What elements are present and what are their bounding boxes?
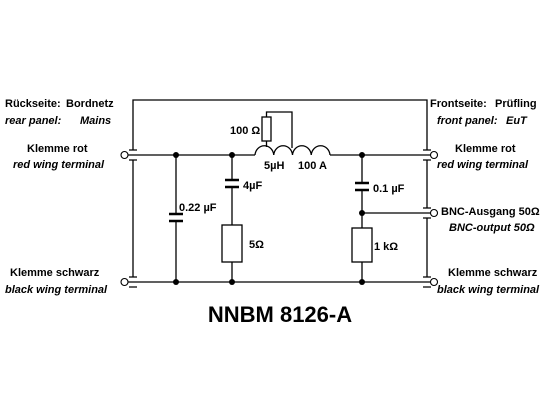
terminal-left-black bbox=[120, 277, 129, 287]
resistor-parallel-symbol bbox=[261, 116, 272, 142]
capacitors bbox=[169, 178, 369, 223]
junction-dot bbox=[359, 152, 365, 158]
left-red-terminal-label: Klemme rot bbox=[27, 143, 88, 155]
bnc-terminal-sublabel: BNC-output 50Ω bbox=[449, 222, 535, 234]
inductor-current: 100 A bbox=[298, 160, 327, 172]
terminal-left-red bbox=[120, 150, 129, 160]
series-capacitor-value: 4µF bbox=[243, 180, 262, 192]
inductor-value: 5µH bbox=[264, 160, 284, 172]
inductor-coil bbox=[254, 145, 331, 156]
left-black-terminal-label: Klemme schwarz bbox=[10, 267, 100, 279]
right-panel-heading-key: Frontseite: bbox=[430, 98, 487, 110]
right-panel-sub-value: EuT bbox=[506, 115, 528, 127]
capacitor-output-symbol bbox=[355, 181, 369, 192]
left-panel-heading-value: Bordnetz bbox=[66, 98, 114, 110]
junctions bbox=[173, 152, 365, 285]
terminals bbox=[120, 150, 439, 287]
resistor-series-symbol bbox=[221, 224, 243, 263]
left-panel-sub-key: rear panel: bbox=[5, 115, 62, 127]
parallel-resistor-leads bbox=[265, 111, 293, 148]
capacitor-series-symbol bbox=[225, 178, 239, 189]
output-capacitor-value: 0.1 µF bbox=[373, 183, 405, 195]
output-resistor-value: 1 kΩ bbox=[374, 241, 398, 253]
junction-dot bbox=[359, 279, 365, 285]
right-black-terminal-label: Klemme schwarz bbox=[448, 267, 538, 279]
left-panel-sub-value: Mains bbox=[80, 115, 111, 127]
enclosure-top bbox=[132, 99, 428, 150]
feedthrough-ticks bbox=[129, 149, 431, 288]
terminal-bnc bbox=[429, 208, 439, 218]
junction-dot bbox=[173, 279, 179, 285]
parallel-resistor-value: 100 Ω bbox=[230, 125, 260, 137]
left-red-terminal-sublabel: red wing terminal bbox=[13, 159, 105, 171]
terminal-right-black bbox=[429, 277, 439, 287]
enclosure bbox=[129, 99, 431, 288]
diagram-title: NNBM 8126-A bbox=[208, 302, 352, 327]
right-panel-heading-value: Prüfling bbox=[495, 98, 537, 110]
left-panel-heading-key: Rückseite: bbox=[5, 98, 61, 110]
bnc-terminal-label: BNC-Ausgang 50Ω bbox=[441, 206, 540, 218]
junction-dot bbox=[173, 152, 179, 158]
series-resistor-value: 5Ω bbox=[249, 239, 264, 251]
right-red-terminal-sublabel: red wing terminal bbox=[437, 159, 529, 171]
terminal-right-red bbox=[429, 150, 439, 160]
resistor-output-symbol bbox=[351, 227, 373, 263]
junction-dot bbox=[229, 279, 235, 285]
left-black-terminal-sublabel: black wing terminal bbox=[5, 284, 108, 296]
junction-dot bbox=[229, 152, 235, 158]
capacitor-input-symbol bbox=[169, 212, 183, 223]
right-black-terminal-sublabel: black wing terminal bbox=[437, 284, 540, 296]
right-panel-sub-key: front panel: bbox=[437, 115, 498, 127]
junction-dot bbox=[359, 210, 365, 216]
right-red-terminal-label: Klemme rot bbox=[455, 143, 516, 155]
input-capacitor-value: 0.22 µF bbox=[179, 202, 217, 214]
